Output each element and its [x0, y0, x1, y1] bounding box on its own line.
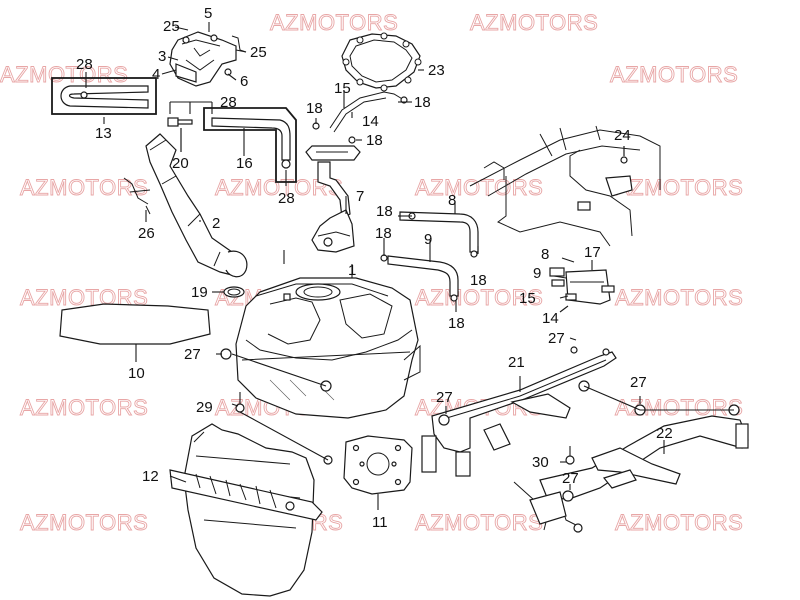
part-23-gasket — [341, 32, 422, 92]
watermark-text: AZMOTORS — [20, 510, 148, 535]
callout-label: 8 — [541, 246, 549, 263]
callout-label: 18 — [414, 94, 431, 111]
callout-label: 1 — [348, 262, 356, 279]
callout-label: 24 — [614, 127, 631, 144]
callout-label: 27 — [436, 389, 453, 406]
filler-bracket-assembly — [169, 31, 247, 87]
part-26-clip — [123, 177, 151, 222]
callout-label: 14 — [362, 113, 379, 130]
watermark-layer: AZMOTORS AZMOTORS AZMOTORS AZMOTORS AZMO… — [0, 10, 743, 536]
watermark-text: AZMOTORS — [610, 62, 738, 87]
part-11-plate — [343, 435, 413, 495]
callout-label: 4 — [152, 66, 160, 83]
callout-label: 23 — [428, 62, 445, 79]
callout-label: 18 — [375, 225, 392, 242]
callout-label: 29 — [196, 399, 213, 416]
callout-label: 10 — [128, 365, 145, 382]
callout-label: 15 — [519, 290, 536, 307]
part-19-clamp — [223, 286, 245, 298]
callout-labels: 25 5 3 4 25 6 28 13 28 20 16 28 2 26 23 … — [76, 5, 673, 531]
callout-label: 27 — [562, 470, 579, 487]
callout-label: 27 — [548, 330, 565, 347]
part-22-lower-frame — [513, 415, 749, 533]
callout-label: 2 — [212, 215, 220, 232]
callout-label: 14 — [542, 310, 559, 327]
watermark-text: AZMOTORS — [270, 10, 398, 35]
callout-label: 6 — [240, 73, 248, 90]
callout-label: 17 — [584, 244, 601, 261]
callout-label: 25 — [163, 18, 180, 35]
callout-label: 21 — [508, 354, 525, 371]
bolts-group — [220, 348, 740, 502]
callout-label: 28 — [220, 94, 237, 111]
callout-label: 16 — [236, 155, 253, 172]
callout-label: 12 — [142, 468, 159, 485]
part-12-tank-cover — [169, 423, 323, 597]
watermark-text: AZMOTORS — [0, 62, 128, 87]
watermark-text: AZMOTORS — [615, 175, 743, 200]
callout-label: 27 — [630, 374, 647, 391]
callout-label: 25 — [250, 44, 267, 61]
watermark-text: AZMOTORS — [20, 175, 148, 200]
callout-label: 18 — [470, 272, 487, 289]
callout-label: 13 — [95, 125, 112, 142]
watermark-text: AZMOTORS — [415, 285, 543, 310]
callout-label: 3 — [158, 48, 166, 65]
fuel-pump-assembly — [305, 91, 408, 253]
watermark-text: AZMOTORS — [470, 10, 598, 35]
part-13-hose-box — [51, 77, 157, 115]
callout-label: 18 — [448, 315, 465, 332]
part-10-pad — [59, 303, 211, 345]
frame-section — [469, 125, 661, 247]
callout-label: 8 — [448, 192, 456, 209]
callout-label: 18 — [306, 100, 323, 117]
parts-8-9-hoses — [380, 211, 479, 302]
part-17-valve-bracket — [549, 267, 615, 305]
callout-label: 9 — [533, 265, 541, 282]
part-2-filler-hose — [145, 133, 248, 278]
callout-label: 27 — [184, 346, 201, 363]
callout-label: 9 — [424, 231, 432, 248]
part-21-frame-rail — [421, 346, 617, 477]
callout-label: 18 — [366, 132, 383, 149]
callout-label: 7 — [356, 188, 364, 205]
callout-label: 20 — [172, 155, 189, 172]
callout-label: 26 — [138, 225, 155, 242]
watermark-text: AZMOTORS — [615, 510, 743, 535]
watermark-text: AZMOTORS — [415, 175, 543, 200]
part-1-fuel-tank — [235, 277, 421, 419]
callout-label: 28 — [76, 56, 93, 73]
watermark-text: AZMOTORS — [20, 395, 148, 420]
callout-label: 22 — [656, 425, 673, 442]
callout-label: 18 — [376, 203, 393, 220]
watermark-text: AZMOTORS — [615, 285, 743, 310]
leader-lines — [85, 22, 734, 510]
callout-label: 15 — [334, 80, 351, 97]
callout-label: 11 — [372, 514, 388, 531]
callout-label: 19 — [191, 284, 208, 301]
callout-label: 28 — [278, 190, 295, 207]
callout-label: 5 — [204, 5, 212, 22]
watermark-text: AZMOTORS — [415, 510, 543, 535]
callout-label: 30 — [532, 454, 549, 471]
